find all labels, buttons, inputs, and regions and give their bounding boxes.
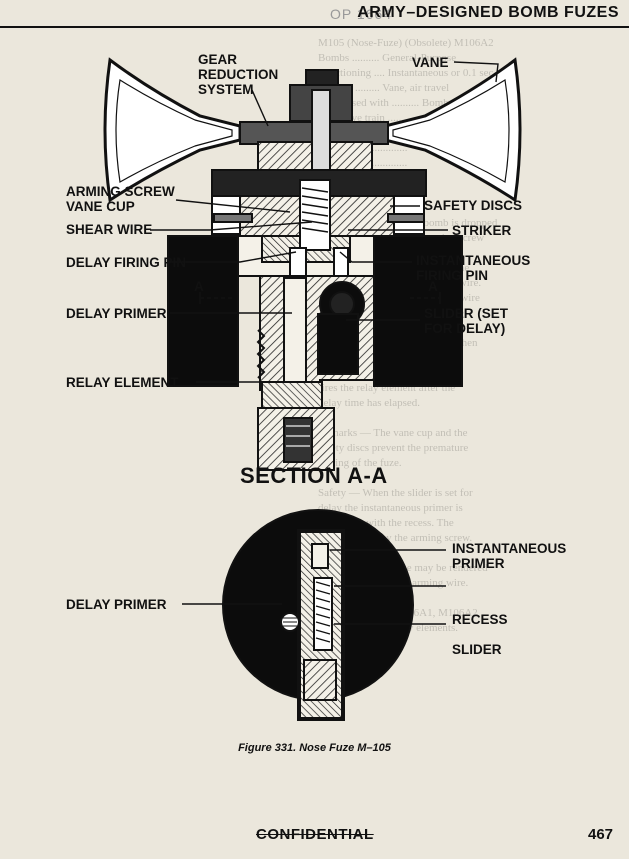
bleed-page-header: OP 1664: [330, 6, 393, 22]
fuze-housing: [167, 169, 463, 471]
label-safety-discs: SAFETY DISCS: [424, 198, 523, 213]
label-section-mark-left: A: [194, 279, 204, 294]
label-recess: RECESS: [452, 612, 508, 627]
bleed-line: Safety — When the slider is set for: [318, 487, 473, 499]
fuze-diagram: [103, 57, 522, 721]
vane-right: [383, 57, 522, 203]
label-relay-element: RELAY ELEMENT: [66, 375, 179, 390]
classification-mark: CONFIDENTIAL: [256, 826, 374, 843]
bleed-line: arming of the fuze.: [318, 457, 402, 469]
label-gear-reduction-system: GEAR REDUCTION SYSTEM: [198, 52, 279, 97]
label-delay-primer-lower: DELAY PRIMER: [66, 597, 167, 612]
bleed-line: delay the instantaneous primer is: [318, 502, 463, 514]
label-arming-screw-vane-cup: ARMING SCREW VANE CUP: [66, 184, 175, 214]
label-instantaneous-firing-pin: INSTANTANEOUS FIRING PIN: [416, 253, 531, 283]
bleed-line: Bombs .......... General-Purpose: [318, 52, 457, 64]
figure-caption: Figure 331. Nose Fuze M–105: [238, 742, 391, 754]
label-delay-firing-pin: DELAY FIRING PIN: [66, 255, 187, 270]
bleed-line: delay time has elapsed.: [318, 397, 421, 409]
bleed-line: Functioning .... Instantaneous or 0.1 se…: [318, 67, 494, 79]
section-disc: [222, 509, 414, 721]
bleed-line: M105 (Nose-Fuze) (Obsolete) M106A2: [318, 37, 494, 49]
label-vane: VANE: [412, 55, 449, 70]
label-instantaneous-primer: INSTANTANEOUS PRIMER: [452, 541, 567, 571]
bleed-line: safety discs prevent the premature: [318, 442, 469, 454]
label-section-mark-right: A: [428, 279, 438, 294]
label-shear-wire: SHEAR WIRE: [66, 222, 153, 237]
section-title: SECTION A-A: [240, 463, 388, 488]
page-number: 467: [588, 826, 614, 843]
bleed-line: Remarks — The vane cup and the: [318, 427, 468, 439]
section-markers: [199, 292, 441, 304]
page-header: ARMY–DESIGNED BOMB FUZES: [357, 4, 619, 21]
label-slider: SLIDER: [452, 642, 502, 657]
label-striker: STRIKER: [452, 223, 512, 238]
leader-lines-upper: [150, 61, 499, 383]
label-delay-primer-upper: DELAY PRIMER: [66, 306, 167, 321]
header-rule: [0, 26, 629, 28]
leader-lines-lower: [182, 549, 446, 625]
vane-left: [103, 57, 242, 203]
label-slider-set-for-delay: SLIDER (SET FOR DELAY): [424, 306, 509, 336]
